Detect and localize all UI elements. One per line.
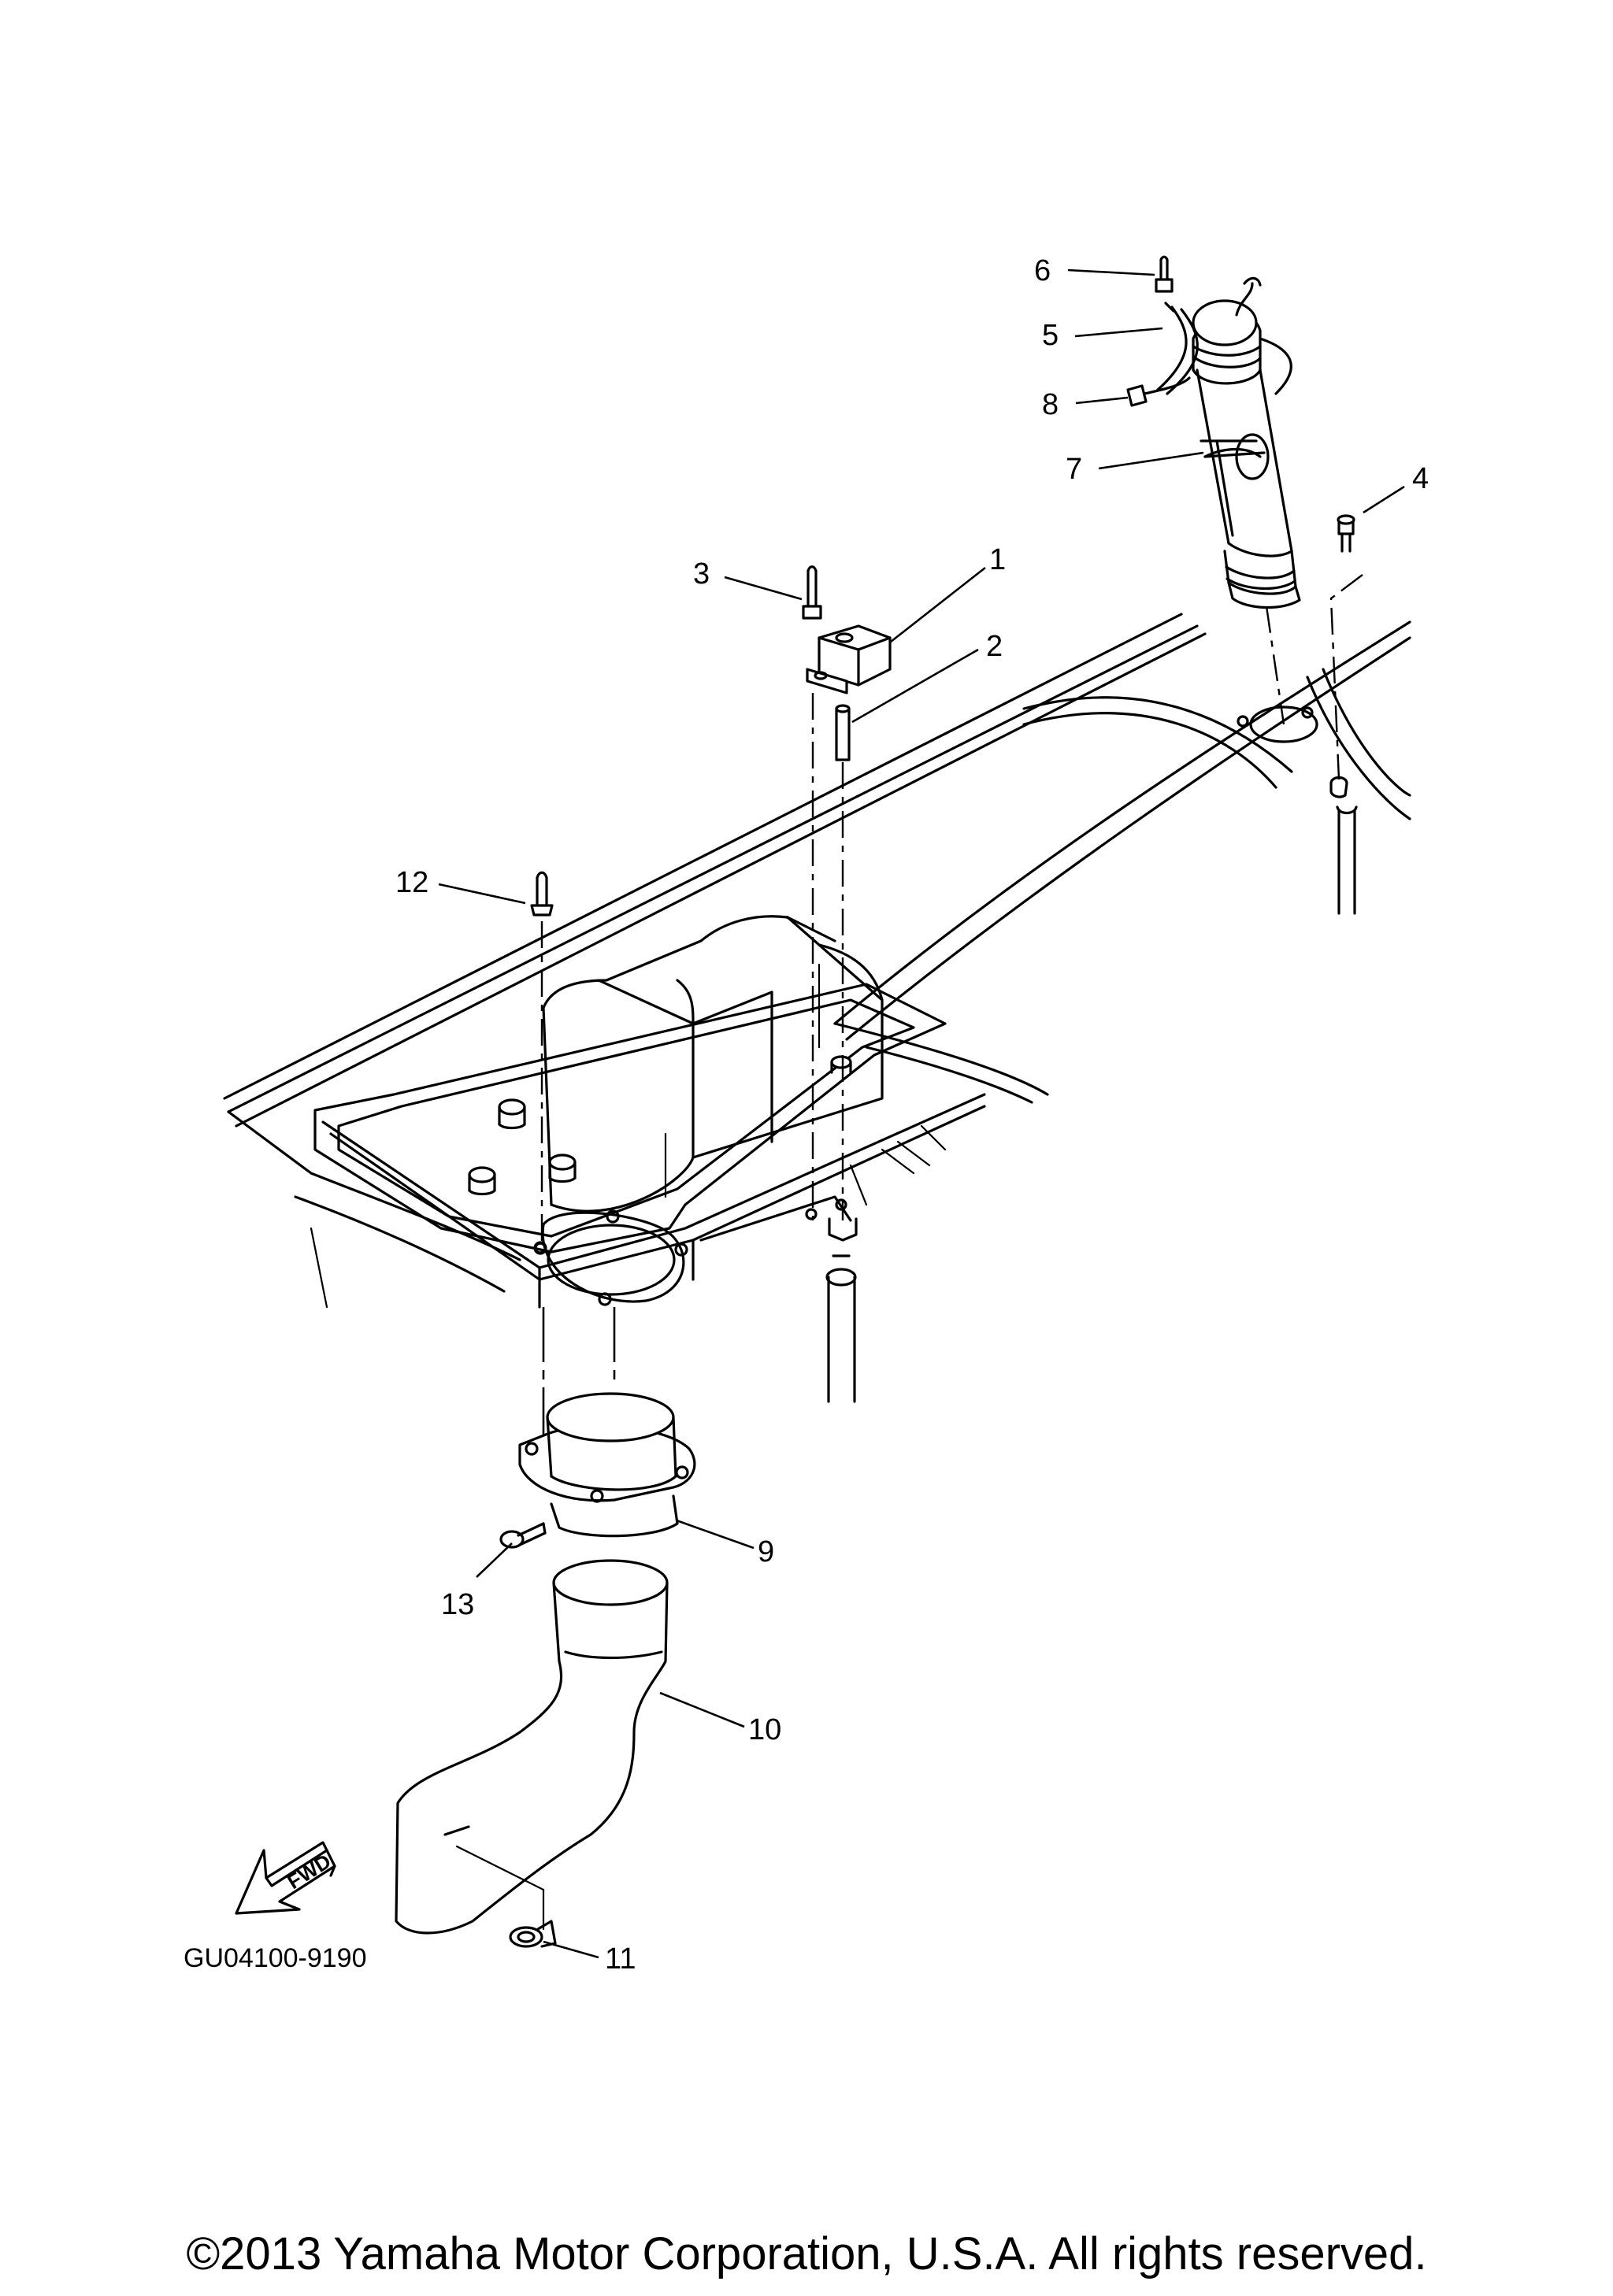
callout-labels: 1 2 3 4 5 6 7 8 9 10 11 12 13 bbox=[395, 254, 1429, 1976]
part-12-bolt bbox=[530, 871, 554, 1254]
tank-cover-body bbox=[313, 915, 947, 1254]
hull-deck-outline bbox=[223, 613, 1411, 1309]
filler-deck-hole bbox=[1237, 705, 1318, 743]
callout-10: 10 bbox=[748, 1713, 781, 1746]
callout-13: 13 bbox=[441, 1588, 474, 1621]
callout-6: 6 bbox=[1034, 254, 1051, 287]
part-11-hose-clamp bbox=[509, 1920, 557, 1948]
drawing-code: GU04100-9190 bbox=[184, 1943, 367, 1973]
part-2-pin bbox=[835, 704, 851, 761]
leader-lines bbox=[438, 268, 1405, 1959]
part-7-filler-neck bbox=[1192, 276, 1301, 609]
callout-8: 8 bbox=[1042, 388, 1059, 421]
callout-9: 9 bbox=[758, 1535, 774, 1568]
part-1-bracket bbox=[806, 624, 892, 694]
callout-1: 1 bbox=[989, 543, 1006, 576]
callout-12: 12 bbox=[395, 866, 428, 899]
part-7-centerline bbox=[1265, 605, 1285, 725]
callout-4: 4 bbox=[1412, 462, 1429, 495]
duct-ring-opening bbox=[533, 1209, 688, 1306]
tank-studs bbox=[468, 1055, 852, 1196]
callout-5: 5 bbox=[1042, 319, 1059, 352]
callout-11: 11 bbox=[605, 1942, 636, 1976]
part-9-duct-flange bbox=[518, 1307, 696, 1538]
center-hose-grommet bbox=[825, 1217, 858, 1403]
copyright-notice: ©2013 Yamaha Motor Corporation, U.S.A. A… bbox=[186, 2228, 1426, 2279]
callout-7: 7 bbox=[1066, 453, 1082, 486]
part-13-screw bbox=[499, 1522, 547, 1549]
fwd-direction-arrow-icon: FWD bbox=[235, 1841, 336, 1915]
part-6-clip bbox=[1155, 255, 1174, 293]
right-hose bbox=[1329, 776, 1358, 915]
part-3-bolt bbox=[802, 565, 822, 620]
part-5-strap bbox=[1156, 302, 1199, 395]
part-10-elbow-duct bbox=[395, 1559, 669, 1935]
part-4-bolt bbox=[1329, 514, 1363, 780]
callout-3: 3 bbox=[693, 557, 710, 591]
fastener-centerlines bbox=[805, 693, 847, 1220]
part-8-tie bbox=[1126, 376, 1191, 407]
deck-plate bbox=[321, 1093, 986, 1309]
callout-2: 2 bbox=[986, 630, 1003, 663]
